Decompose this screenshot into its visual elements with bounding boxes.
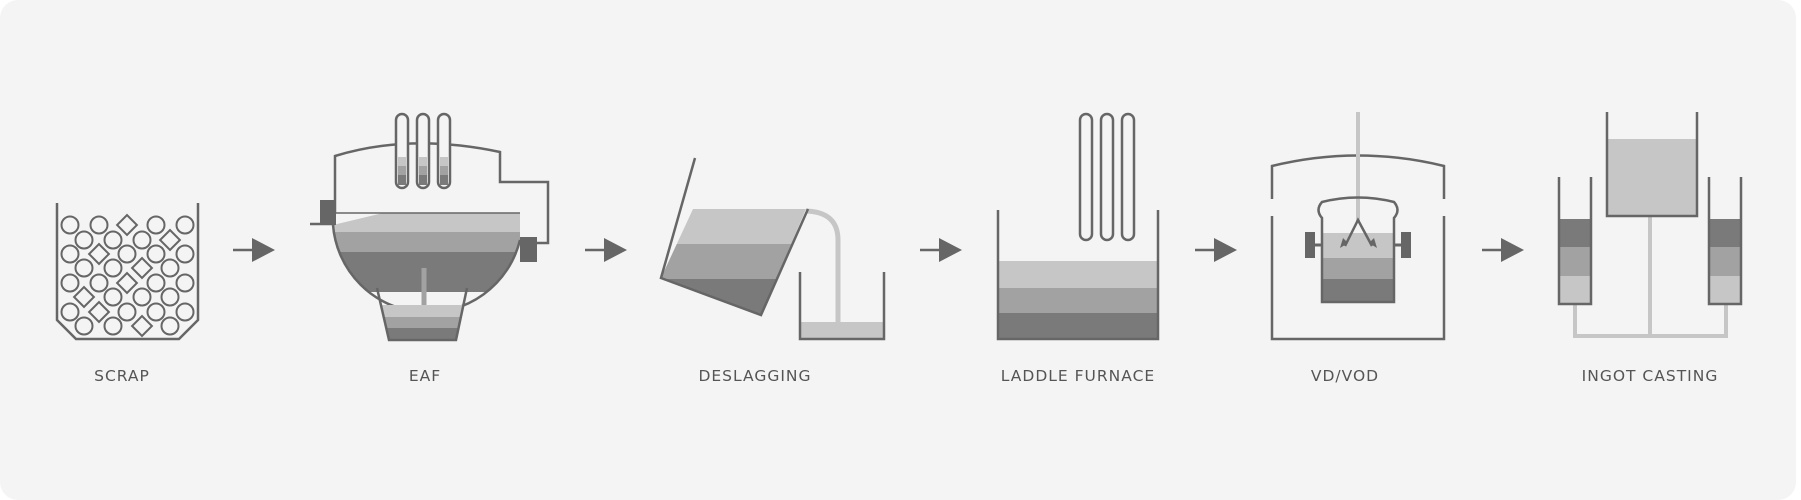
ladle-furnace-icon xyxy=(996,112,1160,341)
label-ingot-casting: INGOT CASTING xyxy=(1581,367,1719,385)
electric-arc-furnace-icon xyxy=(310,112,550,342)
arrow-right-icon xyxy=(233,238,275,262)
scrap-bucket-icon xyxy=(55,203,200,341)
deslagging-ladle-icon xyxy=(659,157,886,341)
arrow-right-icon xyxy=(1195,238,1237,262)
label-laddle-furnace: LADDLE FURNACE xyxy=(1000,367,1156,385)
arrow-right-icon xyxy=(585,238,627,262)
arrow-right-icon xyxy=(920,238,962,262)
label-scrap: SCRAP xyxy=(94,367,150,385)
arrow-right-icon xyxy=(1482,238,1524,262)
ingot-casting-icon xyxy=(1557,112,1743,338)
label-deslagging: DESLAGGING xyxy=(698,367,812,385)
vacuum-degassing-icon xyxy=(1270,112,1446,341)
label-eaf: EAF xyxy=(408,367,442,385)
label-vd-vod: VD/VOD xyxy=(1310,367,1380,385)
